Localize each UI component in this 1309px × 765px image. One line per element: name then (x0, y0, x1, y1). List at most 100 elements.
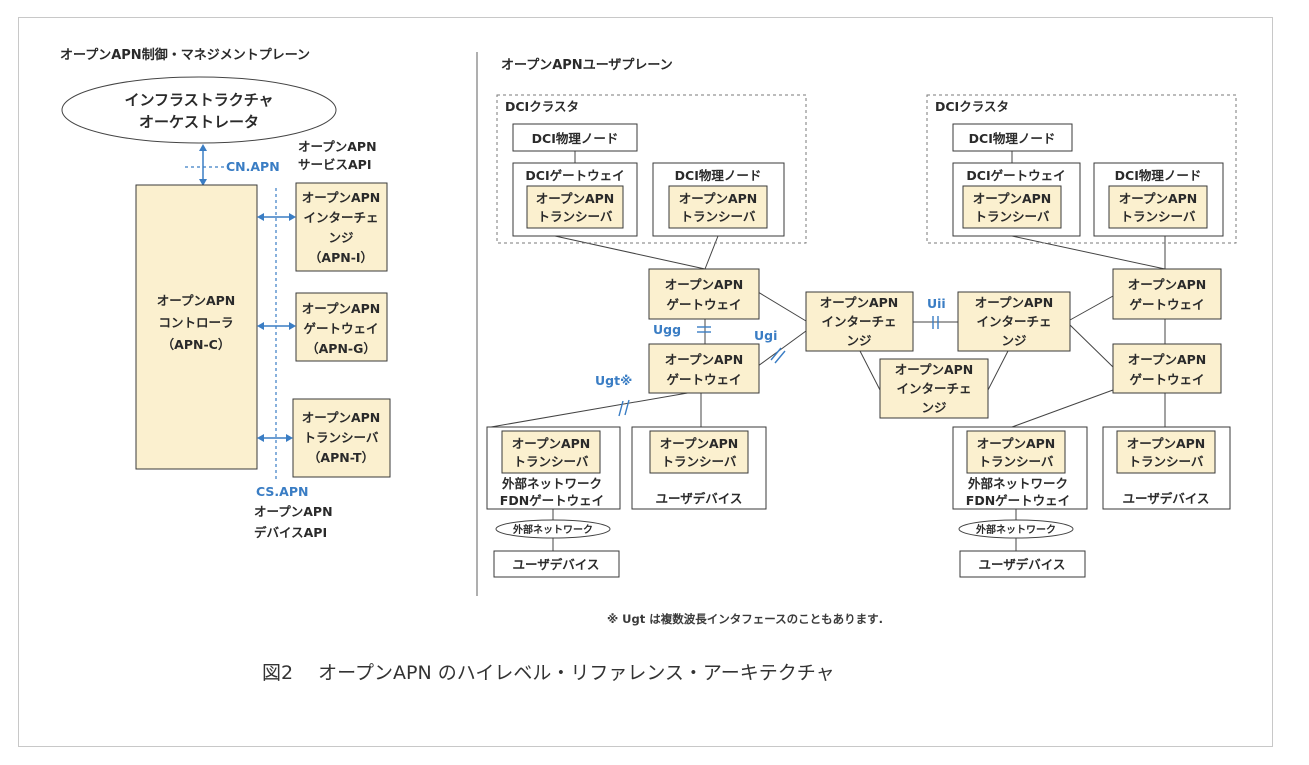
apn-transceiver-label-2: トランシーバ (662, 454, 737, 469)
external-network-label: 外部ネットワーク (975, 523, 1056, 536)
apn-interchange-box (957, 291, 1071, 352)
dci-cluster-right (926, 94, 1237, 244)
apn-transceiver-label-1: オープンAPN (1127, 436, 1206, 451)
apn-transceiver-box (668, 185, 768, 229)
apn-interchange-label-4: （APN-I） (309, 250, 373, 265)
apn-interchange-label-1: オープンAPN (975, 295, 1054, 310)
apn-gateway-label-2: ゲートウェイ (303, 321, 378, 336)
control-plane-title: オープンAPN制御・マネジメントプレーン (60, 47, 310, 63)
user-device-label: ユーザデバイス (979, 557, 1066, 572)
dci-cluster-left (496, 94, 807, 244)
apn-transceiver-box (1108, 185, 1208, 229)
user-device-box (493, 550, 620, 578)
apn-gateway-box (648, 268, 760, 320)
apn-gateway-label-2: ゲートウェイ (1129, 297, 1204, 312)
apn-transceiver-box (1116, 430, 1216, 474)
apn-transceiver-box (649, 430, 749, 474)
arrowhead-icon (286, 434, 293, 442)
apn-transceiver-label-1: オープンAPN (302, 410, 381, 425)
apn-interchange-label-3: ンジ (921, 400, 947, 415)
apn-gateway-label-1: オープンAPN (665, 352, 744, 367)
footnote: ※ Ugt は複数波長インタフェースのこともあります. (607, 612, 883, 626)
apn-gateway-label-1: オープンAPN (1128, 277, 1207, 292)
apn-interchange-label-3: ンジ (846, 333, 872, 348)
arrowhead-icon (257, 434, 264, 442)
cs-apn-label: CS.APN (256, 484, 308, 499)
apn-interchange-label-2: インターチェ (896, 381, 971, 396)
arrowhead-icon (289, 213, 296, 221)
apn-transceiver-box (962, 185, 1062, 229)
dci-gateway-label: DCIゲートウェイ (966, 168, 1065, 183)
apn-transceiver-label-2: トランシーバ (1129, 454, 1204, 469)
connection-lines (490, 151, 1166, 551)
dci-physical-node-label: DCI物理ノード (1115, 168, 1202, 183)
dci-physical-node-box (952, 123, 1073, 152)
apn-interchange-box (295, 182, 388, 272)
dci-physical-node-label: DCI物理ノード (675, 168, 762, 183)
apn-transceiver-label-2: トランシーバ (979, 454, 1054, 469)
arrowhead-icon (199, 144, 207, 151)
user-plane-title: オープンAPNユーザプレーン (501, 58, 673, 73)
apn-gateway-label-2: ゲートウェイ (666, 372, 741, 387)
service-api-label-1: オープンAPN (298, 139, 377, 154)
apn-transceiver-label-1: オープンAPN (660, 436, 739, 451)
apn-transceiver-box (526, 185, 624, 229)
orchestrator-label-1: インフラストラクチャ (124, 91, 273, 109)
apn-controller-label-3: （APN-C） (162, 337, 231, 352)
uii-interface-label: Uii (927, 296, 946, 311)
apn-transceiver-label-1: オープンAPN (536, 191, 615, 206)
figure-caption: 図2 オープンAPN のハイレベル・リファレンス・アーキテクチャ (262, 662, 835, 684)
apn-interchange-label-1: オープンAPN (302, 190, 381, 205)
apn-controller-box (135, 184, 258, 470)
apn-interchange-label-1: オープンAPN (895, 362, 974, 377)
device-api-label-2: デバイスAPI (254, 525, 327, 540)
user-device-label: ユーザデバイス (513, 557, 600, 572)
apn-transceiver-label-1: オープンAPN (977, 436, 1056, 451)
apn-gateway-box (295, 292, 388, 362)
ugi-marker (770, 347, 782, 361)
apn-gateway-label-2: ゲートウェイ (1129, 372, 1204, 387)
apn-transceiver-label-2: トランシーバ (514, 454, 589, 469)
apn-transceiver-label-1: オープンAPN (679, 191, 758, 206)
apn-gateway-label-3: （APN-G） (306, 341, 376, 356)
dci-gateway-label: DCIゲートウェイ (525, 168, 624, 183)
orchestrator-ellipse (61, 76, 337, 144)
user-device-label: ユーザデバイス (656, 491, 743, 506)
apn-gateway-label-1: オープンAPN (302, 301, 381, 316)
apn-gateway-box (1112, 343, 1222, 394)
apn-interchange-label-2: インターチェ (976, 314, 1051, 329)
apn-interchange-box (879, 358, 989, 419)
apn-gateway-box (648, 343, 760, 394)
dci-physical-node-box (512, 123, 638, 152)
apn-transceiver-label-2: トランシーバ (538, 209, 613, 224)
apn-interchange-label-2: インターチェ (821, 314, 896, 329)
apn-interchange-label-2: インターチェ (303, 210, 378, 225)
apn-controller-label-1: オープンAPN (157, 293, 236, 308)
apn-transceiver-label-1: オープンAPN (1119, 191, 1198, 206)
arrowhead-icon (289, 322, 296, 330)
orchestrator-label-2: オーケストレータ (139, 113, 259, 131)
ugt-marker (624, 399, 630, 416)
dci-cluster-right-label: DCIクラスタ (935, 99, 1009, 114)
external-fdn-gateway-label-2: FDNゲートウェイ (966, 493, 1070, 508)
apn-gateway-label-2: ゲートウェイ (666, 297, 741, 312)
dci-physical-node-label: DCI物理ノード (969, 131, 1056, 146)
dci-cluster-left-label: DCIクラスタ (505, 99, 579, 114)
ugt-interface-label: Ugt※ (595, 373, 632, 388)
external-fdn-gateway-label-1: 外部ネットワーク (967, 476, 1068, 491)
apn-gateway-label-1: オープンAPN (1128, 352, 1207, 367)
ugi-interface-label: Ugi (754, 328, 777, 343)
apn-transceiver-label-2: トランシーバ (681, 209, 756, 224)
apn-transceiver-label-2: トランシーバ (975, 209, 1050, 224)
ugg-interface-label: Ugg (653, 322, 681, 337)
apn-transceiver-label-2: トランシーバ (1121, 209, 1196, 224)
apn-interchange-box (805, 291, 914, 352)
service-api-label-2: サービスAPI (298, 157, 372, 172)
apn-transceiver-box (292, 398, 391, 478)
apn-transceiver-label-1: オープンAPN (973, 191, 1052, 206)
apn-gateway-box (1112, 268, 1222, 320)
apn-transceiver-label-3: （APN-T） (308, 450, 374, 465)
ugt-marker (618, 400, 624, 417)
apn-interchange-label-1: オープンAPN (820, 295, 899, 310)
ugi-marker (774, 350, 786, 364)
